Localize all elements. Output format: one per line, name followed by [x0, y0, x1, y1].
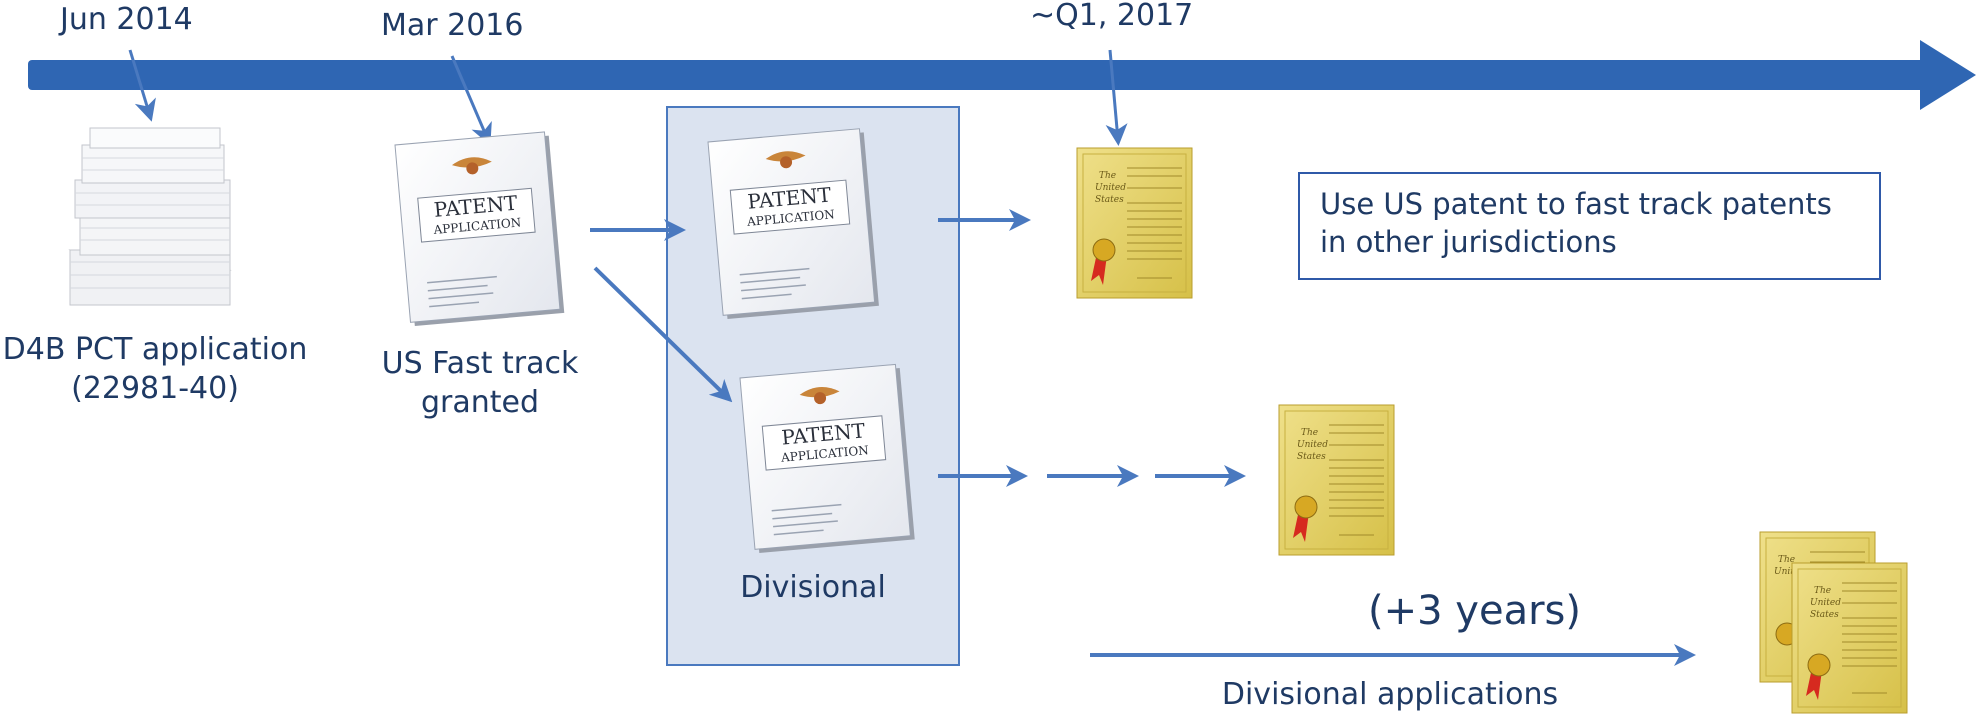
us-fast-track-line2: granted	[420, 385, 540, 420]
certificate-stack-icon: The United The United States	[1759, 531, 1908, 714]
svg-text:States: States	[1095, 195, 1124, 205]
svg-text:The: The	[1301, 428, 1318, 438]
pct-application-number: (22981-40)	[71, 371, 239, 406]
svg-text:The: The	[1814, 586, 1831, 596]
callout-text-line1: Use US patent to fast track patents	[1320, 187, 1832, 221]
svg-text:States: States	[1810, 610, 1839, 620]
callout-box: Use US patent to fast track patents in o…	[1298, 172, 1881, 280]
milestone-pointer-jun2014	[128, 49, 156, 122]
callout-text-line2: in other jurisdictions	[1320, 224, 1617, 259]
milestone-pointer-mar2016	[450, 55, 492, 146]
svg-text:United: United	[1297, 440, 1328, 450]
milestone-pointer-q12017	[1105, 49, 1128, 146]
svg-text:States: States	[1297, 452, 1326, 462]
patent-document-icon: PATENT APPLICATION	[739, 363, 915, 553]
pct-application-title: D4B PCT application	[2, 332, 308, 367]
certificate-icon: The United States	[1076, 147, 1193, 299]
timeline-arrow	[28, 40, 1976, 110]
divisional-label: Divisional	[740, 570, 886, 605]
svg-text:United: United	[1774, 567, 1805, 577]
certificate-icon: The United States	[1278, 404, 1395, 556]
patent-document-icon: PATENT APPLICATION	[707, 128, 879, 319]
milestone-date-jun-2014: Jun 2014	[60, 2, 193, 37]
divisional-applications-label: Divisional applications	[1221, 677, 1559, 712]
paper-stack-icon	[68, 127, 232, 306]
pct-application-label: D4B PCT application (22981-40)	[0, 330, 310, 408]
us-fast-track-line1: US Fast track	[381, 346, 579, 381]
duration-label: (+3 years)	[1368, 588, 1581, 634]
svg-text:The: The	[1778, 555, 1795, 565]
svg-text:The: The	[1099, 171, 1116, 181]
svg-text:United: United	[1095, 183, 1126, 193]
us-fast-track-label: US Fast track granted	[360, 344, 600, 422]
flow-arrow	[593, 266, 733, 403]
patent-document-icon: PATENT APPLICATION	[394, 131, 565, 326]
svg-text:United: United	[1810, 598, 1841, 608]
milestone-date-q1-2017: ~Q1, 2017	[1030, 0, 1194, 33]
milestone-date-mar-2016: Mar 2016	[381, 8, 524, 43]
